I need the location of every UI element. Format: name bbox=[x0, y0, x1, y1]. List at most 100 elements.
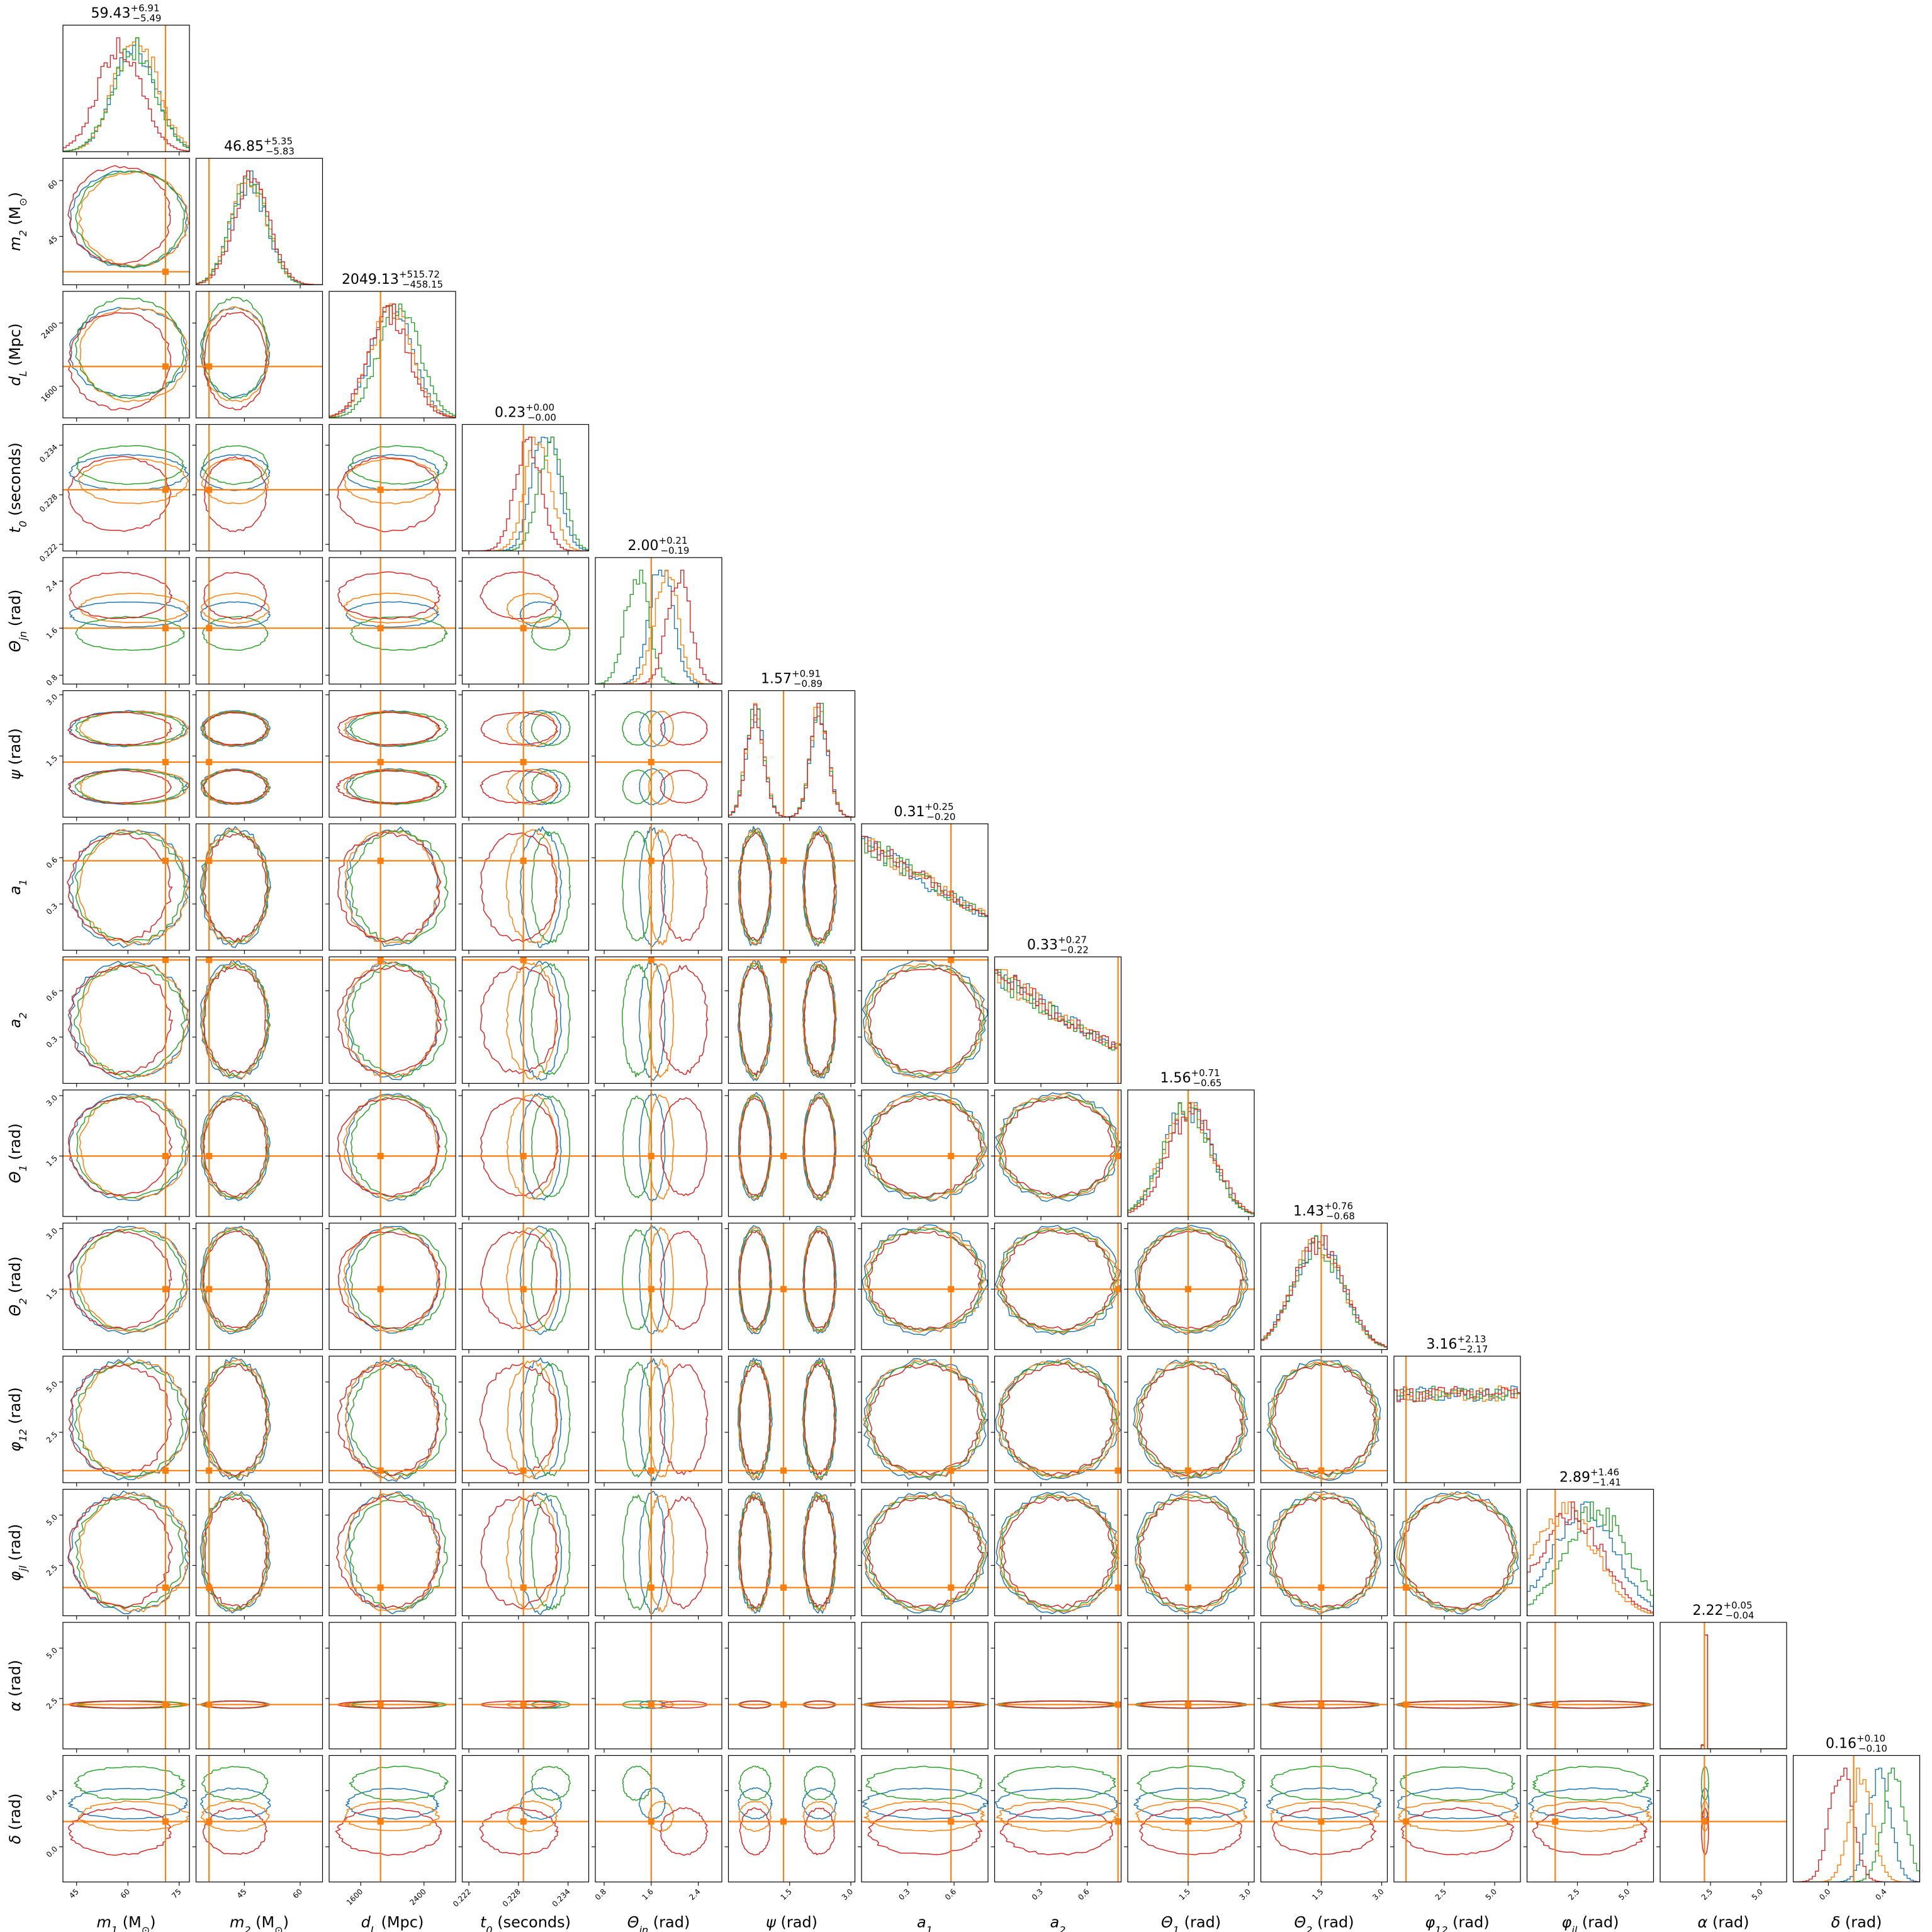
contour-series-2 bbox=[201, 1362, 269, 1478]
panel-frame bbox=[861, 1622, 989, 1749]
contour-panel-10-6 bbox=[858, 1356, 989, 1486]
contour-series-3 bbox=[67, 964, 173, 1076]
contour-series-1 bbox=[201, 962, 270, 1079]
contour-series-3 bbox=[67, 456, 172, 532]
contour-series-3 bbox=[67, 1230, 172, 1330]
truth-marker bbox=[1552, 1701, 1559, 1708]
truth-marker bbox=[780, 1152, 787, 1159]
y-axis-label-3: t0 (seconds) bbox=[6, 442, 29, 533]
truth-marker bbox=[780, 1818, 787, 1825]
contour-series-3 bbox=[480, 770, 559, 804]
panel-frame bbox=[329, 424, 456, 552]
truth-marker bbox=[1115, 1152, 1121, 1159]
y-axis-label-2: dL (Mpc) bbox=[6, 323, 29, 386]
contour-series-1 bbox=[342, 1227, 439, 1333]
contour-series-1 bbox=[648, 768, 674, 805]
panel-frame bbox=[195, 424, 323, 552]
y-axis-label-10: φ12 (rad) bbox=[6, 1387, 29, 1451]
contour-panel-7-1 bbox=[192, 956, 323, 1087]
truth-marker bbox=[1403, 1818, 1410, 1825]
contour-series-1 bbox=[648, 1227, 675, 1334]
truth-marker bbox=[377, 1152, 384, 1159]
contour-series-0 bbox=[737, 960, 773, 1081]
truth-marker bbox=[1185, 1286, 1192, 1293]
contour-series-2 bbox=[349, 711, 449, 746]
panel-frame bbox=[195, 157, 323, 286]
panel-frame bbox=[62, 291, 190, 418]
truth-marker bbox=[948, 1152, 955, 1159]
contour-series-2 bbox=[865, 1228, 984, 1331]
contour-series-1 bbox=[648, 829, 675, 946]
histogram-series-3 bbox=[63, 37, 189, 152]
y-axis-label-7: a2 bbox=[6, 1013, 29, 1028]
contour-series-1 bbox=[201, 592, 270, 624]
truth-marker bbox=[948, 957, 955, 963]
panel-frame bbox=[195, 823, 323, 951]
contour-panel-10-1 bbox=[192, 1356, 323, 1486]
histogram-series-0 bbox=[1793, 1767, 1920, 1882]
contour-series-0 bbox=[1133, 1787, 1248, 1820]
contour-series-1 bbox=[79, 1094, 189, 1200]
contour-series-2 bbox=[75, 171, 185, 269]
truth-marker bbox=[206, 857, 213, 864]
histogram-series-3 bbox=[462, 436, 589, 551]
x-axis-label-11: φjl (rad) bbox=[1562, 1914, 1619, 1932]
contour-series-1 bbox=[343, 1094, 439, 1201]
contour-series-1 bbox=[78, 171, 189, 268]
contour-series-2 bbox=[74, 297, 185, 399]
contour-panel-12-7 bbox=[991, 1622, 1122, 1753]
contour-series-1 bbox=[77, 829, 189, 946]
contour-series-2 bbox=[531, 831, 571, 944]
truth-marker bbox=[162, 1584, 169, 1591]
panel-frame bbox=[329, 1089, 456, 1217]
panel-frame bbox=[1127, 1356, 1255, 1483]
contour-series-2 bbox=[201, 1766, 269, 1802]
truth-marker bbox=[1115, 1701, 1121, 1708]
contour-panel-5-4 bbox=[592, 690, 722, 821]
panel-frame bbox=[1660, 1622, 1787, 1749]
panel-frame bbox=[329, 1622, 456, 1749]
panel-frame bbox=[727, 1222, 856, 1351]
contour-panel-10-8 bbox=[1124, 1356, 1255, 1486]
contour-series-1 bbox=[802, 1094, 836, 1200]
contour-series-2 bbox=[531, 1765, 571, 1801]
contour-series-0 bbox=[68, 1490, 189, 1614]
contour-series-3 bbox=[1001, 1229, 1116, 1331]
panel-frame bbox=[1127, 1222, 1255, 1351]
contour-panel-10-2 bbox=[325, 1356, 456, 1486]
panel-frame bbox=[595, 956, 722, 1084]
contour-series-3 bbox=[739, 1230, 771, 1330]
panel-frame bbox=[861, 1488, 989, 1617]
contour-series-0 bbox=[199, 1491, 271, 1614]
panel-title-12: 2.22+0.05−0.04 bbox=[1693, 1600, 1755, 1621]
contour-series-0 bbox=[638, 960, 666, 1081]
panel-frame bbox=[195, 690, 323, 818]
contour-series-2 bbox=[531, 711, 571, 746]
truth-marker bbox=[520, 1584, 527, 1591]
contour-series-3 bbox=[999, 1495, 1116, 1609]
contour-series-0 bbox=[862, 1491, 988, 1614]
contour-series-2 bbox=[74, 963, 186, 1077]
truth-marker bbox=[1552, 1818, 1559, 1825]
contour-series-2 bbox=[865, 1094, 984, 1199]
contour-series-0 bbox=[199, 454, 271, 491]
contour-series-1 bbox=[648, 1495, 675, 1613]
panel-frame bbox=[195, 956, 323, 1084]
contour-series-3 bbox=[479, 1362, 558, 1476]
truth-marker bbox=[206, 1467, 213, 1474]
y-axis-label-9: Θ2 (rad) bbox=[6, 1256, 29, 1316]
x-axis-label-9: Θ2 (rad) bbox=[1294, 1914, 1354, 1932]
contour-series-2 bbox=[76, 445, 184, 485]
contour-series-3 bbox=[739, 1362, 771, 1474]
contour-series-2 bbox=[349, 1765, 449, 1801]
truth-marker bbox=[206, 1818, 213, 1825]
histogram-series-1 bbox=[63, 37, 189, 152]
contour-series-2 bbox=[622, 769, 652, 805]
contour-series-3 bbox=[660, 833, 708, 942]
truth-marker bbox=[948, 1467, 955, 1474]
contour-series-3 bbox=[1400, 1497, 1515, 1610]
x-axis-label-0: m1 (M⊙) bbox=[96, 1914, 155, 1932]
contour-series-2 bbox=[349, 1495, 448, 1610]
contour-series-2 bbox=[76, 1096, 185, 1198]
